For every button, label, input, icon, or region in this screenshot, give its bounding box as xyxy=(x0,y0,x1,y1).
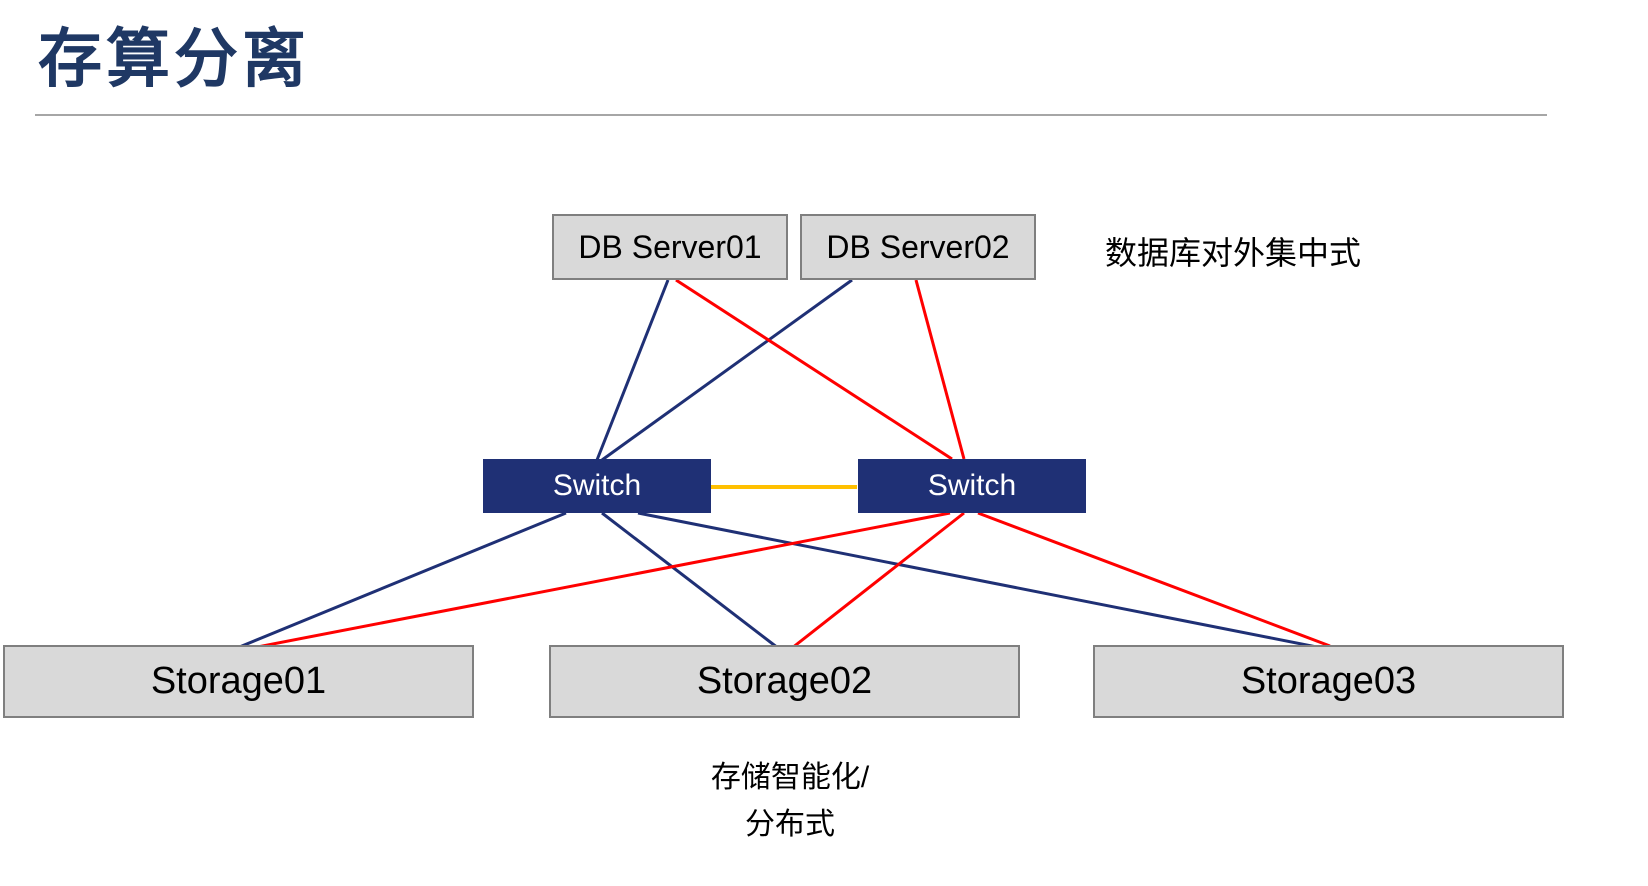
node-db-server01-label: DB Server01 xyxy=(578,228,762,265)
node-switch1-label: Switch xyxy=(552,469,642,502)
link-dbserver02-switch2 xyxy=(914,279,966,460)
node-db-server02: DB Server02 xyxy=(800,214,1036,280)
node-switch2-label: Switch xyxy=(927,469,1017,502)
annotation-storage-note-line2: 分布式 xyxy=(745,807,835,841)
link-dbserver02-switch1 xyxy=(601,278,853,462)
link-dbserver01-switch2 xyxy=(675,278,953,461)
annotation-centralized: 数据库对外集中式 xyxy=(1105,235,1362,271)
node-db-server02-label: DB Server02 xyxy=(826,228,1010,265)
link-dbserver01-switch1 xyxy=(595,279,670,461)
node-storage03: Storage03 xyxy=(1093,645,1564,718)
node-switch1: Switch xyxy=(483,459,711,513)
link-switch2-storage02 xyxy=(791,511,965,650)
link-switch2-storage03 xyxy=(977,511,1331,648)
node-storage03-label: Storage03 xyxy=(1240,660,1417,702)
node-switch2: Switch xyxy=(858,459,1086,513)
title-divider-line xyxy=(35,114,1547,116)
node-db-server01: DB Server01 xyxy=(552,214,788,280)
link-switch2-storage01 xyxy=(251,511,951,650)
node-storage02-label: Storage02 xyxy=(696,660,873,702)
link-switch1-storage02 xyxy=(601,511,779,650)
node-storage02: Storage02 xyxy=(549,645,1020,718)
page-title: 存算分离 xyxy=(38,23,310,95)
annotation-storage-note-line1: 存储智能化/ xyxy=(710,761,870,794)
annotation-storage-note: 存储智能化/ 分布式 xyxy=(590,755,990,848)
link-switch1-storage01 xyxy=(236,511,567,650)
node-storage01-label: Storage01 xyxy=(150,660,327,702)
link-switch1-storage03 xyxy=(637,511,1333,652)
node-storage01: Storage01 xyxy=(3,645,474,718)
